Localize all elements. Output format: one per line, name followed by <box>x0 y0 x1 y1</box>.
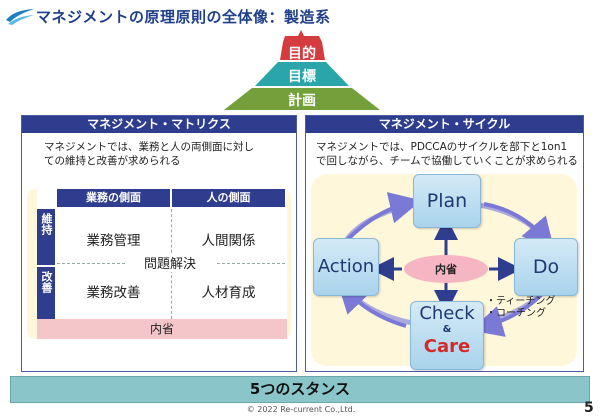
arrow-action-to-plan <box>344 192 422 243</box>
management-cycle-panel: マネジメント・サイクル マネジメントでは、PDCCAのサイクルを部下と1on1 … <box>305 115 584 372</box>
matrix-row-header-maintain: 維持 <box>37 209 55 265</box>
management-matrix-panel: マネジメント・マトリクス マネジメントでは、業務と人の両側面に対し ての維持と改… <box>21 115 297 372</box>
page-number: 5 <box>584 400 594 416</box>
brand-logo-icon <box>6 9 34 25</box>
matrix-panel-heading: マネジメント・マトリクス <box>22 116 296 133</box>
matrix-cell-talent-development: 人材育成 <box>201 285 256 301</box>
cycle-center-reflection: 内省 <box>435 263 457 276</box>
cycle-node-plan: Plan <box>413 174 481 228</box>
matrix-cell-relationships: 人間関係 <box>201 233 256 249</box>
cycle-node-check-care: Check & Care <box>410 301 484 370</box>
matrix-col-header-people: 人の側面 <box>172 189 285 207</box>
cycle-label-check: Check <box>419 303 475 324</box>
pyramid-label-purpose: 目的 <box>288 46 316 62</box>
arrow-check-to-action <box>336 280 407 328</box>
matrix-cell-work-management: 業務管理 <box>86 233 141 249</box>
cycle-label-care: Care <box>423 336 471 357</box>
cycle-center-ellipse <box>404 255 488 283</box>
copyright-footer: © 2022 Re-current Co.,Ltd. <box>246 405 356 414</box>
pyramid-bottom-tier <box>224 88 380 110</box>
pyramid-label-plan: 計画 <box>288 93 316 109</box>
cycle-panel-heading: マネジメント・サイクル <box>306 116 583 133</box>
pyramid-label-goal: 目標 <box>288 69 316 85</box>
five-stances-bar: 5つのスタンス <box>10 376 590 403</box>
arrow-do-to-check <box>470 290 546 337</box>
matrix-center-problem-solving: 問題解決 <box>125 253 215 272</box>
cycle-description-line2: で回しながら、チームで協働していくことが求められる <box>316 155 578 167</box>
matrix-description-line1: マネジメントでは、業務と人の両側面に対し <box>44 141 254 153</box>
cycle-description: マネジメントでは、PDCCAのサイクルを部下と1on1 で回しながら、チームで協… <box>316 140 578 168</box>
cycle-description-line1: マネジメントでは、PDCCAのサイクルを部下と1on1 <box>316 141 568 153</box>
matrix-cell-work-improvement: 業務改善 <box>86 285 141 301</box>
matrix-description: マネジメントでは、業務と人の両側面に対し ての維持と改善が求められる <box>44 140 254 168</box>
cycle-label-and: & <box>442 324 452 335</box>
cycle-node-do: Do <box>514 238 578 296</box>
page-title: マネジメントの原理原則の全体像：製造系 <box>36 8 331 26</box>
arrow-plan-to-do <box>483 202 555 251</box>
note-teaching: ・ティーチング <box>486 296 556 307</box>
purpose-pyramid <box>224 30 380 110</box>
pyramid-middle-tier <box>255 62 349 86</box>
cycle-node-action: Action <box>313 238 379 296</box>
note-coaching: ・コーチング <box>486 308 546 319</box>
matrix-reflection-bar: 内省 <box>37 319 287 339</box>
matrix-col-header-work: 業務の側面 <box>57 189 170 207</box>
matrix-area: 業務の側面 人の側面 維持 改善 業務管理 人間関係 業務改善 人材育成 問題解… <box>27 189 291 341</box>
matrix-description-line2: ての維持と改善が求められる <box>44 155 181 167</box>
matrix-row-header-improve: 改善 <box>37 267 55 323</box>
cycle-notes: ・ティーチング ・コーチング <box>486 296 555 320</box>
